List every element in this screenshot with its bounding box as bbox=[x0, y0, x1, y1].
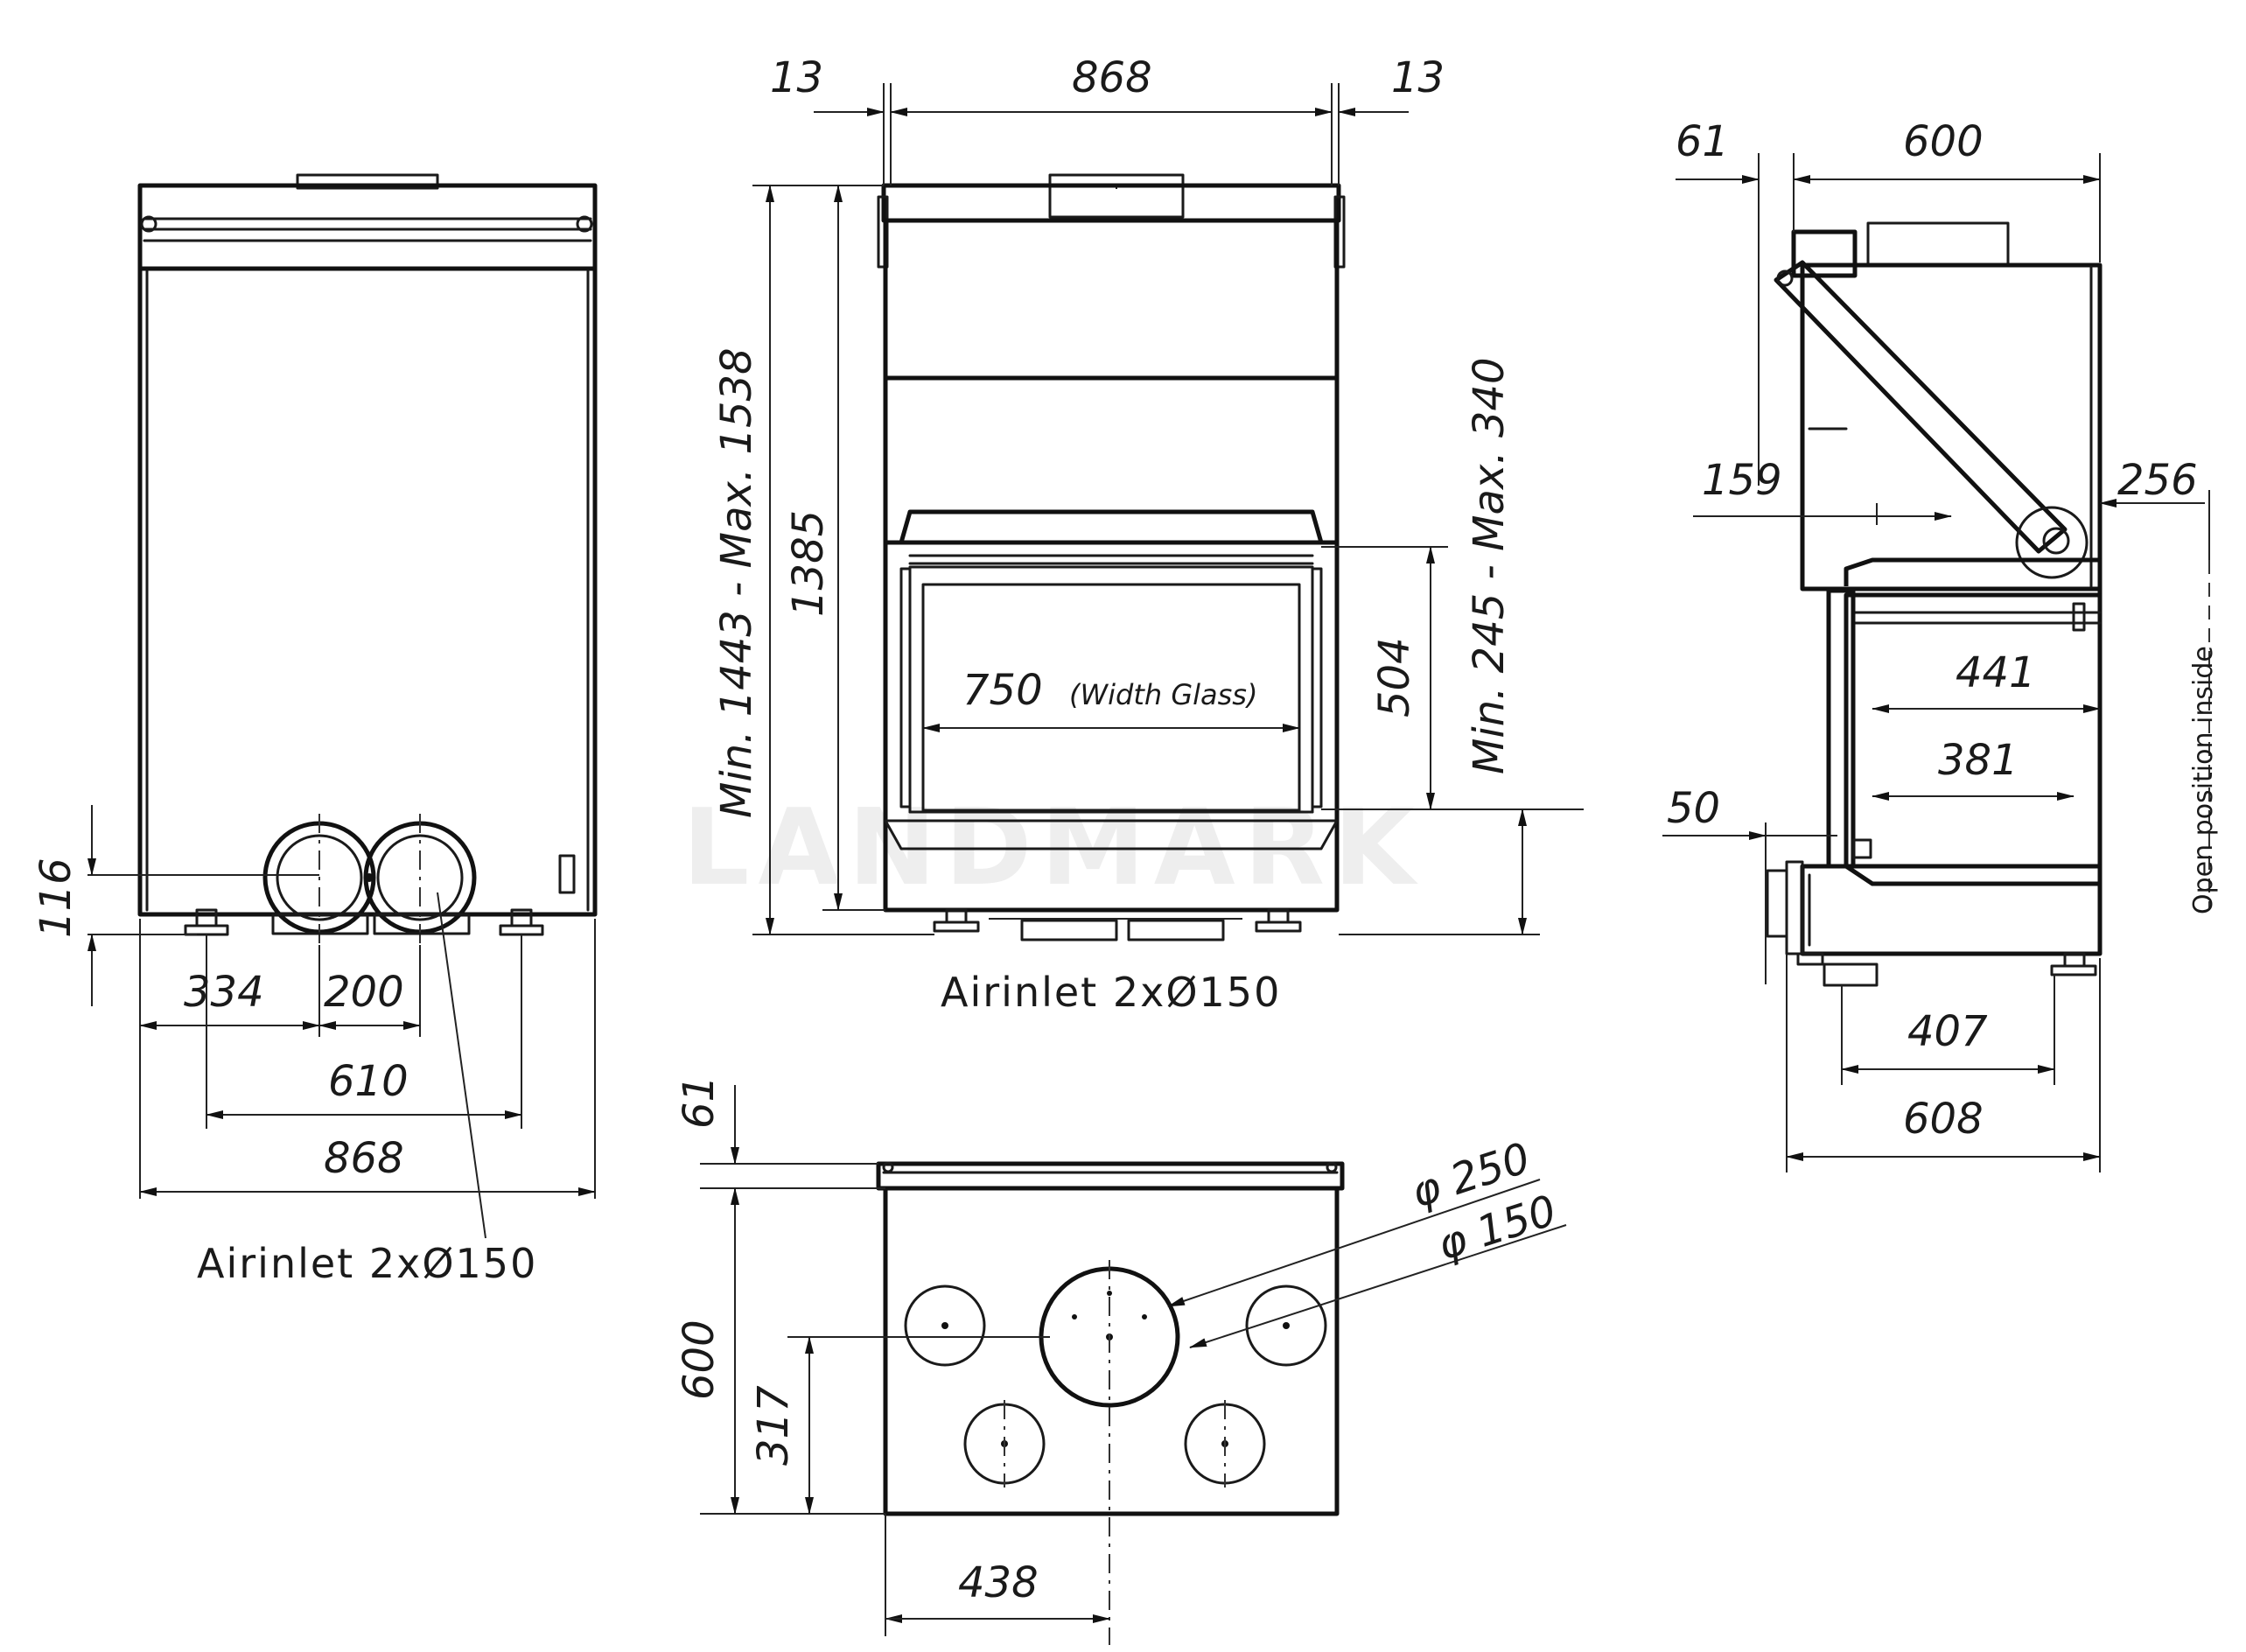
dim-13-left: 13 bbox=[770, 53, 823, 102]
side-dim-61: 61 bbox=[1676, 117, 1729, 166]
dim-height-range: Min. 1443 - Max. 1538 bbox=[712, 347, 761, 818]
side-dim-50: 50 bbox=[1667, 784, 1720, 833]
top-view: 61 600 317 438 φ 250 φ 150 bbox=[675, 1075, 1567, 1645]
side-dim-441: 441 bbox=[1956, 648, 2036, 697]
side-dim-256: 256 bbox=[2117, 456, 2198, 505]
dim-504: 504 bbox=[1370, 637, 1419, 718]
top-dim-317: 317 bbox=[749, 1385, 798, 1466]
front-view: 13 868 13 Min. 1443 - Max. 1538 1385 750… bbox=[712, 53, 1584, 1016]
side-dim-381: 381 bbox=[1938, 736, 2019, 785]
dim-750: 750 bbox=[962, 666, 1043, 715]
top-dim-438: 438 bbox=[958, 1558, 1039, 1607]
dim-334: 334 bbox=[184, 968, 264, 1017]
dim-610: 610 bbox=[328, 1057, 409, 1106]
open-position-note: Open position inside bbox=[2188, 646, 2219, 914]
dim-13-right: 13 bbox=[1391, 53, 1445, 102]
dim-868-rear: 868 bbox=[324, 1134, 404, 1183]
dim-floor-range: Min. 245 - Max. 340 bbox=[1465, 357, 1514, 774]
side-dim-407: 407 bbox=[1907, 1007, 1988, 1056]
side-dim-608: 608 bbox=[1903, 1095, 1984, 1144]
side-view: 61 600 159 256 441 381 50 Open position … bbox=[1662, 117, 2219, 1172]
side-dim-159: 159 bbox=[1702, 456, 1782, 505]
dim-116: 116 bbox=[31, 858, 80, 938]
dim-200: 200 bbox=[324, 968, 404, 1017]
rear-view: 116 334 200 610 868 Airinlet 2xØ150 bbox=[31, 173, 598, 1287]
airinlet-label-front: Airinlet 2xØ150 bbox=[941, 969, 1281, 1016]
top-dim-600: 600 bbox=[675, 1320, 724, 1400]
side-dim-600: 600 bbox=[1903, 117, 1984, 166]
top-dim-61: 61 bbox=[675, 1075, 724, 1129]
airinlet-label-rear: Airinlet 2xØ150 bbox=[197, 1240, 537, 1287]
dim-868-front: 868 bbox=[1072, 53, 1152, 102]
dim-1385: 1385 bbox=[784, 510, 833, 617]
dim-750-note: (Width Glass) bbox=[1069, 678, 1257, 711]
